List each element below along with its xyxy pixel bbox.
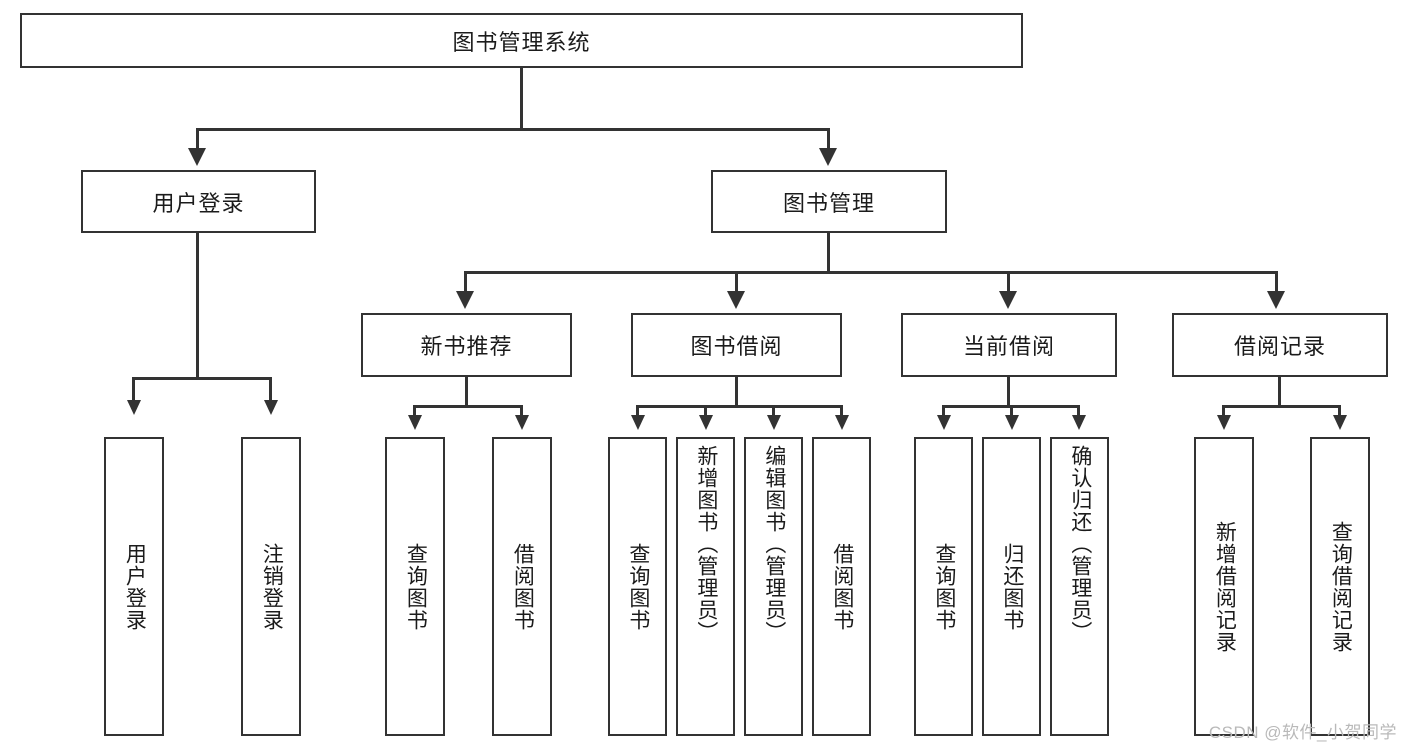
- node-label: 查询图书: [932, 542, 956, 631]
- edge-user-login-stem: [196, 233, 199, 379]
- edge-to-book-borrow: [735, 271, 738, 293]
- node-label: 新书推荐: [420, 334, 513, 359]
- edge-user-login-child-1: [132, 377, 135, 402]
- arrowhead-leaf-logout-login: [264, 400, 278, 415]
- node-label: 注销登录: [260, 542, 284, 631]
- node-label: 图书管理: [782, 190, 875, 216]
- edge-book-borrow-stem: [735, 377, 738, 407]
- arrowhead-leaf-add-book: [699, 415, 713, 430]
- leaf-query-book-new-rec[interactable]: 查询图书: [385, 437, 445, 736]
- arrowhead-leaf-borrow-book-1: [515, 415, 529, 430]
- arrowhead-leaf-return-book: [1005, 415, 1019, 430]
- node-label: 借阅图书: [830, 542, 854, 631]
- edge-book-borrow-child-3: [772, 405, 775, 417]
- node-label: 确认归还（管理员）: [1068, 445, 1092, 643]
- edge-new-book-rec-stem: [465, 377, 468, 407]
- node-label: 图书借阅: [690, 334, 783, 359]
- edge-to-book-manage: [827, 128, 830, 150]
- edge-level2-bar: [196, 128, 830, 131]
- arrowhead-leaf-confirm-return: [1072, 415, 1086, 430]
- arrowhead-leaf-add-record: [1217, 415, 1231, 430]
- leaf-borrow-book-new-rec[interactable]: 借阅图书: [492, 437, 552, 736]
- node-book-manage[interactable]: 图书管理: [711, 170, 947, 233]
- arrowhead-borrow-record: [1267, 291, 1285, 309]
- edge-borrow-record-child-1: [1222, 405, 1225, 417]
- node-borrow-record[interactable]: 借阅记录: [1172, 313, 1388, 377]
- node-new-book-rec[interactable]: 新书推荐: [361, 313, 572, 377]
- arrowhead-user-login: [188, 148, 206, 166]
- arrowhead-leaf-query-record: [1333, 415, 1347, 430]
- node-label: 借阅图书: [511, 542, 535, 631]
- edge-borrow-record-bar: [1222, 405, 1341, 408]
- leaf-add-book-admin[interactable]: 新增图书（管理员）: [676, 437, 735, 736]
- edge-to-new-book-rec: [464, 271, 467, 293]
- edge-user-login-child-2: [269, 377, 272, 402]
- edge-book-borrow-bar: [636, 405, 843, 408]
- node-label: 归还图书: [1000, 542, 1024, 631]
- edge-new-book-rec-child-2: [520, 405, 523, 417]
- arrowhead-book-manage: [819, 148, 837, 166]
- edge-borrow-record-stem: [1278, 377, 1281, 407]
- node-label: 借阅记录: [1233, 334, 1326, 359]
- node-label: 用户登录: [152, 190, 245, 216]
- edge-current-borrow-child-2: [1010, 405, 1013, 417]
- edge-book-borrow-child-1: [636, 405, 639, 417]
- node-label: 当前借阅: [962, 334, 1055, 359]
- arrowhead-leaf-edit-book: [767, 415, 781, 430]
- node-label: 新增图书（管理员）: [694, 445, 718, 643]
- arrowhead-leaf-borrow-book-2: [835, 415, 849, 430]
- arrowhead-current-borrow: [999, 291, 1017, 309]
- node-label: 查询图书: [626, 542, 650, 631]
- edge-book-borrow-child-4: [840, 405, 843, 417]
- node-label: 新增借阅记录: [1213, 520, 1237, 653]
- node-label: 编辑图书（管理员）: [762, 445, 786, 643]
- edge-level3-bar: [464, 271, 1278, 274]
- edge-current-borrow-child-1: [942, 405, 945, 417]
- leaf-query-borrow-record[interactable]: 查询借阅记录: [1310, 437, 1370, 736]
- node-label: 查询图书: [404, 542, 428, 631]
- arrowhead-new-book-rec: [456, 291, 474, 309]
- arrowhead-leaf-user-login: [127, 400, 141, 415]
- arrowhead-book-borrow: [727, 291, 745, 309]
- arrowhead-leaf-query-book-3: [937, 415, 951, 430]
- node-book-borrow[interactable]: 图书借阅: [631, 313, 842, 377]
- leaf-borrow-book-borrow[interactable]: 借阅图书: [812, 437, 871, 736]
- edge-root-stem: [520, 68, 523, 130]
- leaf-add-borrow-record[interactable]: 新增借阅记录: [1194, 437, 1254, 736]
- leaf-query-book-current[interactable]: 查询图书: [914, 437, 973, 736]
- edge-to-current-borrow: [1007, 271, 1010, 293]
- edge-book-manage-stem: [827, 233, 830, 273]
- node-current-borrow[interactable]: 当前借阅: [901, 313, 1117, 377]
- leaf-return-book[interactable]: 归还图书: [982, 437, 1041, 736]
- edge-to-user-login: [196, 128, 199, 150]
- leaf-confirm-return-admin[interactable]: 确认归还（管理员）: [1050, 437, 1109, 736]
- node-label: 用户登录: [123, 542, 147, 631]
- csdn-watermark: CSDN @软件_小贺同学: [1208, 723, 1397, 742]
- edge-to-borrow-record: [1275, 271, 1278, 293]
- edge-new-book-rec-bar: [413, 405, 523, 408]
- arrowhead-leaf-query-book-1: [408, 415, 422, 430]
- edge-current-borrow-stem: [1007, 377, 1010, 407]
- leaf-edit-book-admin[interactable]: 编辑图书（管理员）: [744, 437, 803, 736]
- node-root-book-management-system[interactable]: 图书管理系统: [20, 13, 1023, 68]
- leaf-logout-login[interactable]: 注销登录: [241, 437, 301, 736]
- arrowhead-leaf-query-book-2: [631, 415, 645, 430]
- edge-current-borrow-child-3: [1077, 405, 1080, 417]
- node-user-login[interactable]: 用户登录: [81, 170, 316, 233]
- edge-new-book-rec-child-1: [413, 405, 416, 417]
- edge-book-borrow-child-2: [704, 405, 707, 417]
- edge-borrow-record-child-2: [1338, 405, 1341, 417]
- leaf-query-book-borrow[interactable]: 查询图书: [608, 437, 667, 736]
- node-label: 图书管理系统: [452, 29, 591, 55]
- leaf-user-login[interactable]: 用户登录: [104, 437, 164, 736]
- node-label: 查询借阅记录: [1329, 520, 1353, 653]
- edge-user-login-bar: [132, 377, 271, 380]
